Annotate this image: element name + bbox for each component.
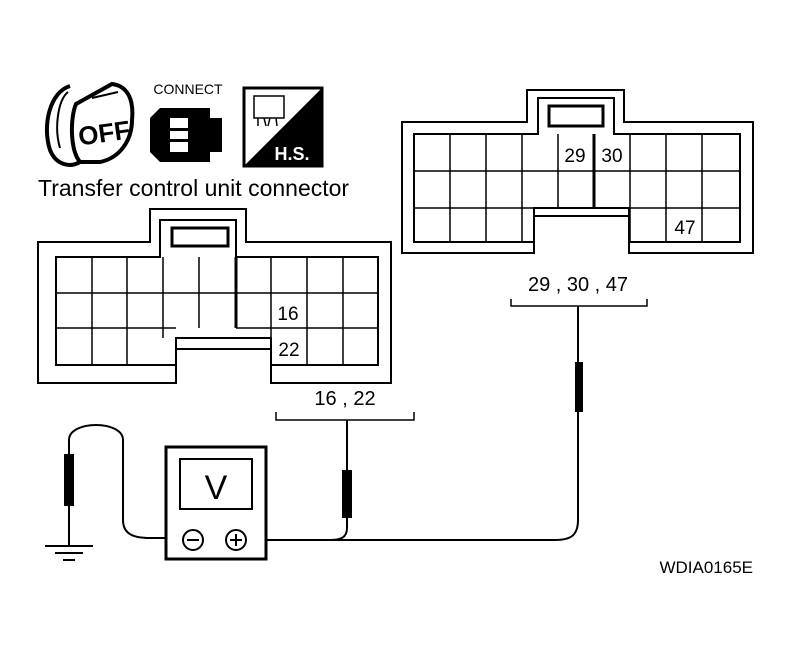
right-probe-label: 29 , 30 , 47 xyxy=(528,274,628,296)
ignition-off-label: OFF xyxy=(76,115,132,152)
left-probe-label: 16 , 22 xyxy=(314,388,375,410)
pin-29-label: 29 xyxy=(564,146,585,167)
figure-code: WDIA0165E xyxy=(659,558,753,577)
connect-icon: CONNECT xyxy=(150,81,223,162)
left-probe xyxy=(342,420,352,528)
left-connector: 16 22 xyxy=(37,208,392,384)
right-probe xyxy=(575,306,583,412)
ground-icon xyxy=(45,538,93,561)
right-probe-wire xyxy=(330,412,579,541)
harness-side-label: H.S. xyxy=(274,144,309,164)
ground-wire xyxy=(68,424,182,539)
voltmeter: V xyxy=(164,445,268,561)
harness-side-icon: H.S. xyxy=(242,86,324,168)
right-connector: 29 30 47 xyxy=(401,89,754,254)
pin-16-label: 16 xyxy=(277,304,298,325)
ignition-off-icon: OFF xyxy=(45,81,135,167)
pin-22-label: 22 xyxy=(278,340,299,361)
voltmeter-display: V xyxy=(205,469,228,507)
ground-probe xyxy=(64,440,74,538)
connector-title: Transfer control unit connector xyxy=(38,175,349,201)
left-probe-bracket xyxy=(275,412,415,421)
pin-30-label: 30 xyxy=(601,146,622,167)
right-probe-bracket xyxy=(510,299,648,307)
pin-47-label: 47 xyxy=(674,218,695,239)
connect-label: CONNECT xyxy=(153,81,223,97)
